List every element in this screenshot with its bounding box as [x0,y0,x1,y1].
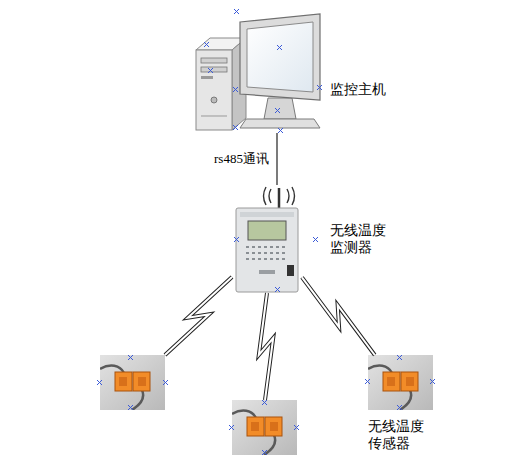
node-label: 无线温度 传感器 [368,418,434,452]
bolt-fill [302,277,375,355]
computer-tower [196,38,246,130]
computer-monitor [240,14,320,128]
bolt-outline [302,277,375,355]
wireless-bolt [259,293,273,400]
monitor-device: 无线温度 监测器 [232,185,302,295]
cable-line [277,133,278,185]
link-label: rs485通讯 [214,151,269,167]
node-label: 无线温度 监测器 [330,222,394,256]
monitor-device [236,187,298,292]
temperature-sensor: 无线温度 传感器 [368,355,433,410]
wireless-bolt [165,277,232,355]
connector-line [276,133,277,185]
node-label: 监控主机 [330,81,410,98]
wireless-link [302,277,375,355]
sensor-photo [368,355,433,410]
sensor-photo [100,355,165,410]
sensor-photo [232,400,297,455]
host-computer: 监控主机 [190,5,325,133]
cross-marks [97,9,435,455]
